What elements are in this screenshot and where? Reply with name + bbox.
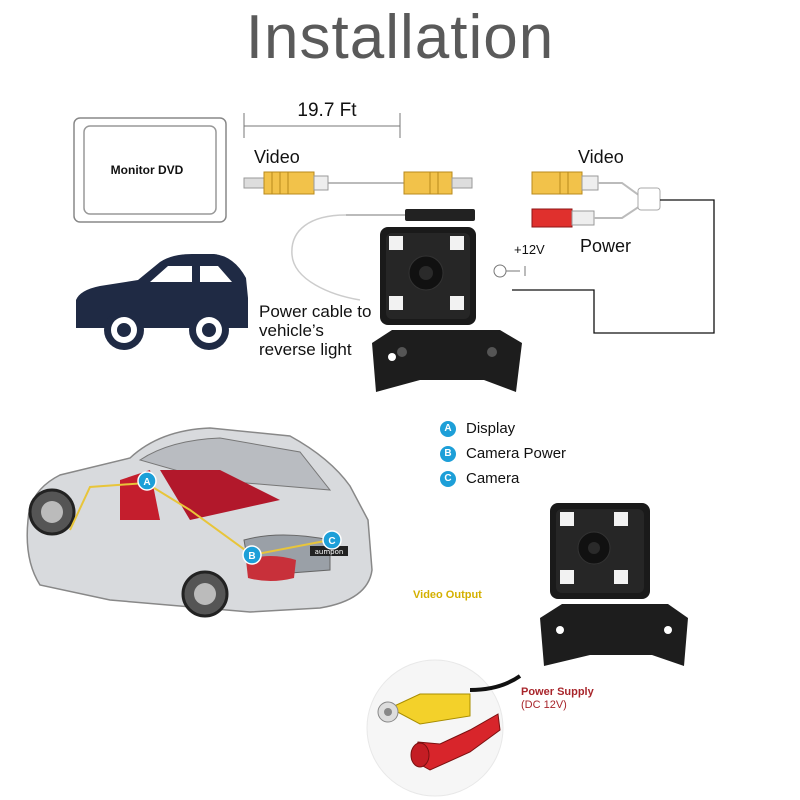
reverse-light-line-1: Power cable to (259, 302, 372, 321)
marker-a: A (137, 471, 157, 491)
legend-label-camera: Camera (466, 470, 520, 487)
legend-item-camera: C Camera (440, 470, 519, 487)
legend-badge-b: B (440, 445, 456, 462)
ground-symbol (493, 264, 526, 278)
video-label-right: Video (578, 147, 624, 167)
reverse-light-line-2: vehicle’s (259, 321, 324, 340)
cable-length-dimension: 19.7 Ft (243, 100, 401, 138)
legend-item-camera-power: B Camera Power (440, 445, 566, 462)
cable-length-label: 19.7 Ft (297, 100, 357, 121)
marker-b: B (242, 545, 262, 565)
power-label: Power (580, 236, 631, 256)
car-installation-photo: aumpon A B C (26, 427, 373, 618)
camera-icon (372, 227, 522, 392)
power-supply-line-1: Power Supply (521, 686, 594, 698)
reverse-light-note: Power cable to vehicle’s reverse light (259, 302, 371, 359)
video-output-label: Video Output (413, 589, 482, 601)
plate-text: aumpon (315, 548, 344, 556)
page-title: Installation (245, 3, 555, 72)
legend-item-display: A Display (440, 420, 515, 437)
marker-c-label: C (328, 536, 335, 547)
monitor-icon: Monitor DVD (73, 117, 227, 223)
marker-a-label: A (143, 477, 150, 488)
legend-badge-a: A (440, 420, 456, 437)
marker-c: C (322, 530, 342, 550)
voltage-label: +12V (514, 242, 545, 257)
legend-label-display: Display (466, 420, 516, 437)
power-supply-label: Power Supply (DC 12V) (521, 686, 594, 712)
reverse-light-line-3: reverse light (259, 340, 352, 359)
car-icon (76, 254, 248, 350)
rca-connector-icon (512, 171, 715, 334)
camera-icon (540, 503, 688, 666)
rca-connector-icon (366, 659, 522, 797)
power-supply-line-2: (DC 12V) (521, 699, 567, 711)
marker-b-label: B (248, 551, 255, 562)
video-extension-cable (243, 171, 475, 301)
legend-badge-c: C (440, 470, 456, 487)
legend-label-camera-power: Camera Power (466, 445, 567, 462)
video-label-left: Video (254, 147, 300, 167)
monitor-label: Monitor DVD (111, 163, 184, 177)
